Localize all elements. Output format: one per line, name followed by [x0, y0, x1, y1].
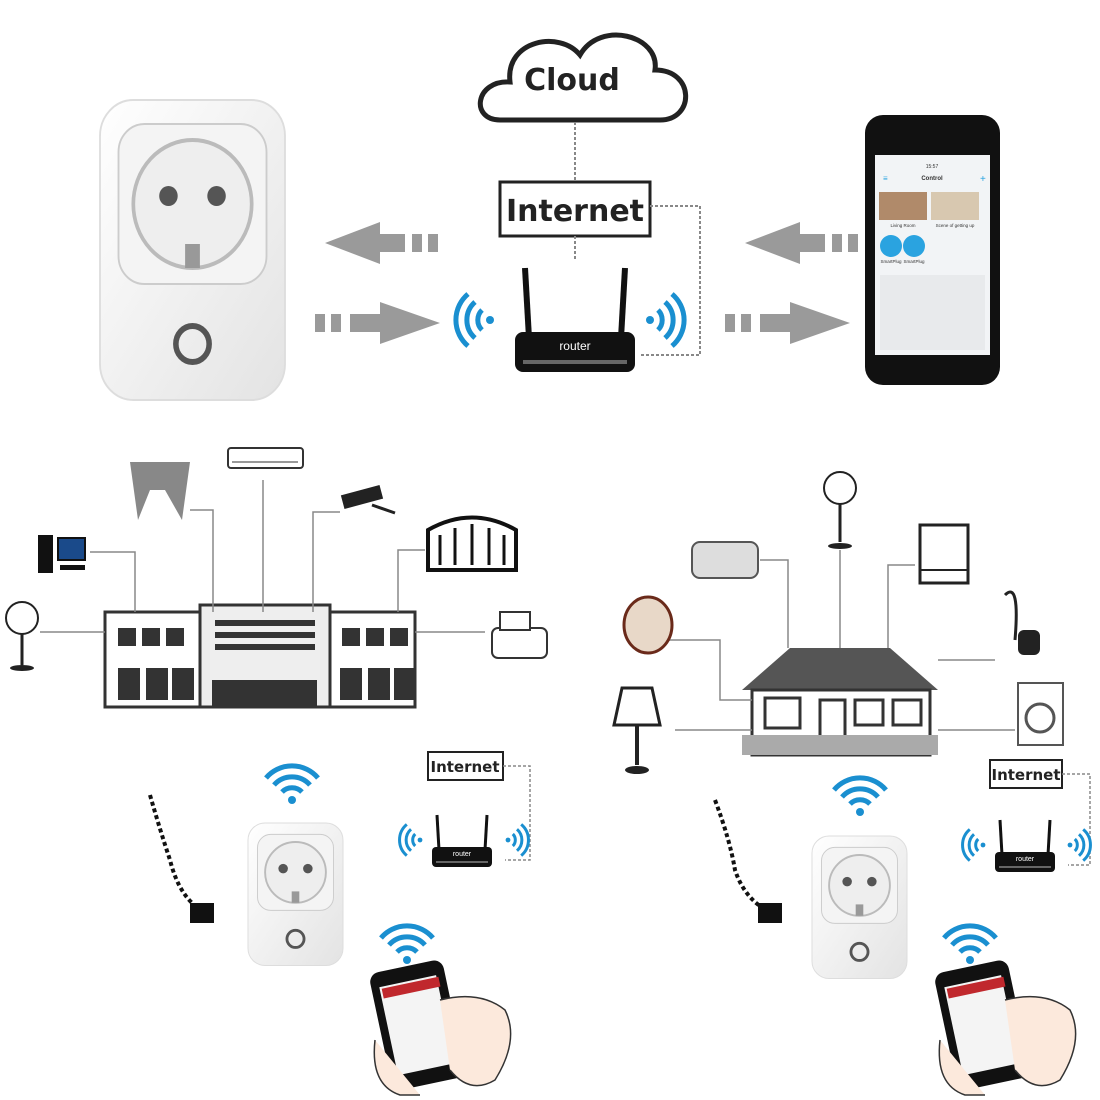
router-label-left: router [453, 851, 472, 858]
curtain-icon [130, 462, 190, 520]
rice-cooker-icon [622, 595, 674, 655]
scene-thumb-getting-up[interactable] [931, 192, 979, 220]
vacuum-icon [1003, 590, 1040, 655]
wifi-icon-plug-left [266, 766, 318, 804]
computer-icon [38, 535, 86, 573]
wifi-icon-right [646, 294, 684, 346]
fan-icon-right [823, 471, 857, 549]
arrow-to-phone [725, 302, 850, 344]
router-label-right: router [1016, 856, 1035, 863]
cloud: Cloud [477, 32, 689, 123]
device-label-1: SmartPlug [903, 259, 925, 264]
power-cord-left [148, 794, 206, 914]
scene-thumb-living-room[interactable] [879, 192, 927, 220]
internet-box-left: Internet [427, 751, 504, 781]
lamp-icon [612, 686, 662, 774]
washing-machine-icon [1017, 682, 1064, 746]
cloud-label: Cloud [524, 63, 620, 98]
plug-connector-right [758, 903, 782, 923]
plug-connector-left [190, 903, 214, 923]
router-main: router [515, 268, 635, 372]
smartphone: 15:57 Control ≡ + Living Room Scene of g… [865, 115, 1000, 385]
scene-label-0: Living Room [890, 223, 915, 228]
arrow-to-router-from-phone [745, 222, 858, 264]
smartplug-device-1[interactable] [903, 235, 925, 257]
printer-icon [491, 611, 548, 659]
wifi-icon-router-left-b [504, 822, 530, 858]
internet-label-right: Internet [991, 766, 1060, 784]
building-connector-lines [40, 480, 485, 633]
gate-icon [426, 515, 518, 572]
air-conditioner-icon [227, 447, 304, 469]
wifi-icon-router-right-a [961, 827, 987, 863]
internet-label-left: Internet [430, 758, 499, 776]
menu-icon[interactable]: ≡ [883, 174, 888, 183]
security-camera-icon [340, 485, 396, 515]
phone-time: 15:57 [926, 164, 939, 170]
smart-plug-left [246, 821, 345, 967]
water-heater-icon [691, 541, 759, 579]
wifi-icon-router-right-b [1066, 827, 1092, 863]
internet-box: Internet [498, 180, 652, 238]
office-building [103, 603, 417, 709]
wifi-icon-phone-right [944, 926, 996, 964]
internet-label: Internet [506, 194, 644, 229]
hand-phone-right [935, 960, 1077, 1096]
smartplug-device-0[interactable] [880, 235, 902, 257]
arrow-to-router [315, 302, 440, 344]
wifi-icon-router-left-a [398, 822, 424, 858]
house-connector-lines [668, 550, 1015, 731]
smart-plug-right [810, 834, 909, 980]
power-cord-right [713, 799, 771, 914]
router-left: router [430, 813, 494, 869]
add-icon[interactable]: + [980, 174, 986, 185]
scene-label-1: Scene of getting up [936, 223, 975, 228]
router-right: router [993, 818, 1057, 874]
fan-icon-left [5, 601, 39, 671]
wifi-icon-plug-right [834, 778, 886, 816]
house [742, 648, 938, 757]
arrow-to-plug [325, 222, 438, 264]
wifi-icon-left [456, 294, 494, 346]
hand-phone-left [370, 960, 512, 1096]
internet-box-right: Internet [989, 759, 1063, 789]
wifi-icon-phone-left [381, 926, 433, 964]
device-label-0: SmartPlug [880, 259, 902, 264]
smart-plug-main [100, 100, 285, 400]
router-label: router [559, 339, 590, 353]
phone-title: Control [921, 176, 943, 182]
cabinet-icon [918, 523, 970, 585]
internet-router-link [640, 205, 701, 356]
